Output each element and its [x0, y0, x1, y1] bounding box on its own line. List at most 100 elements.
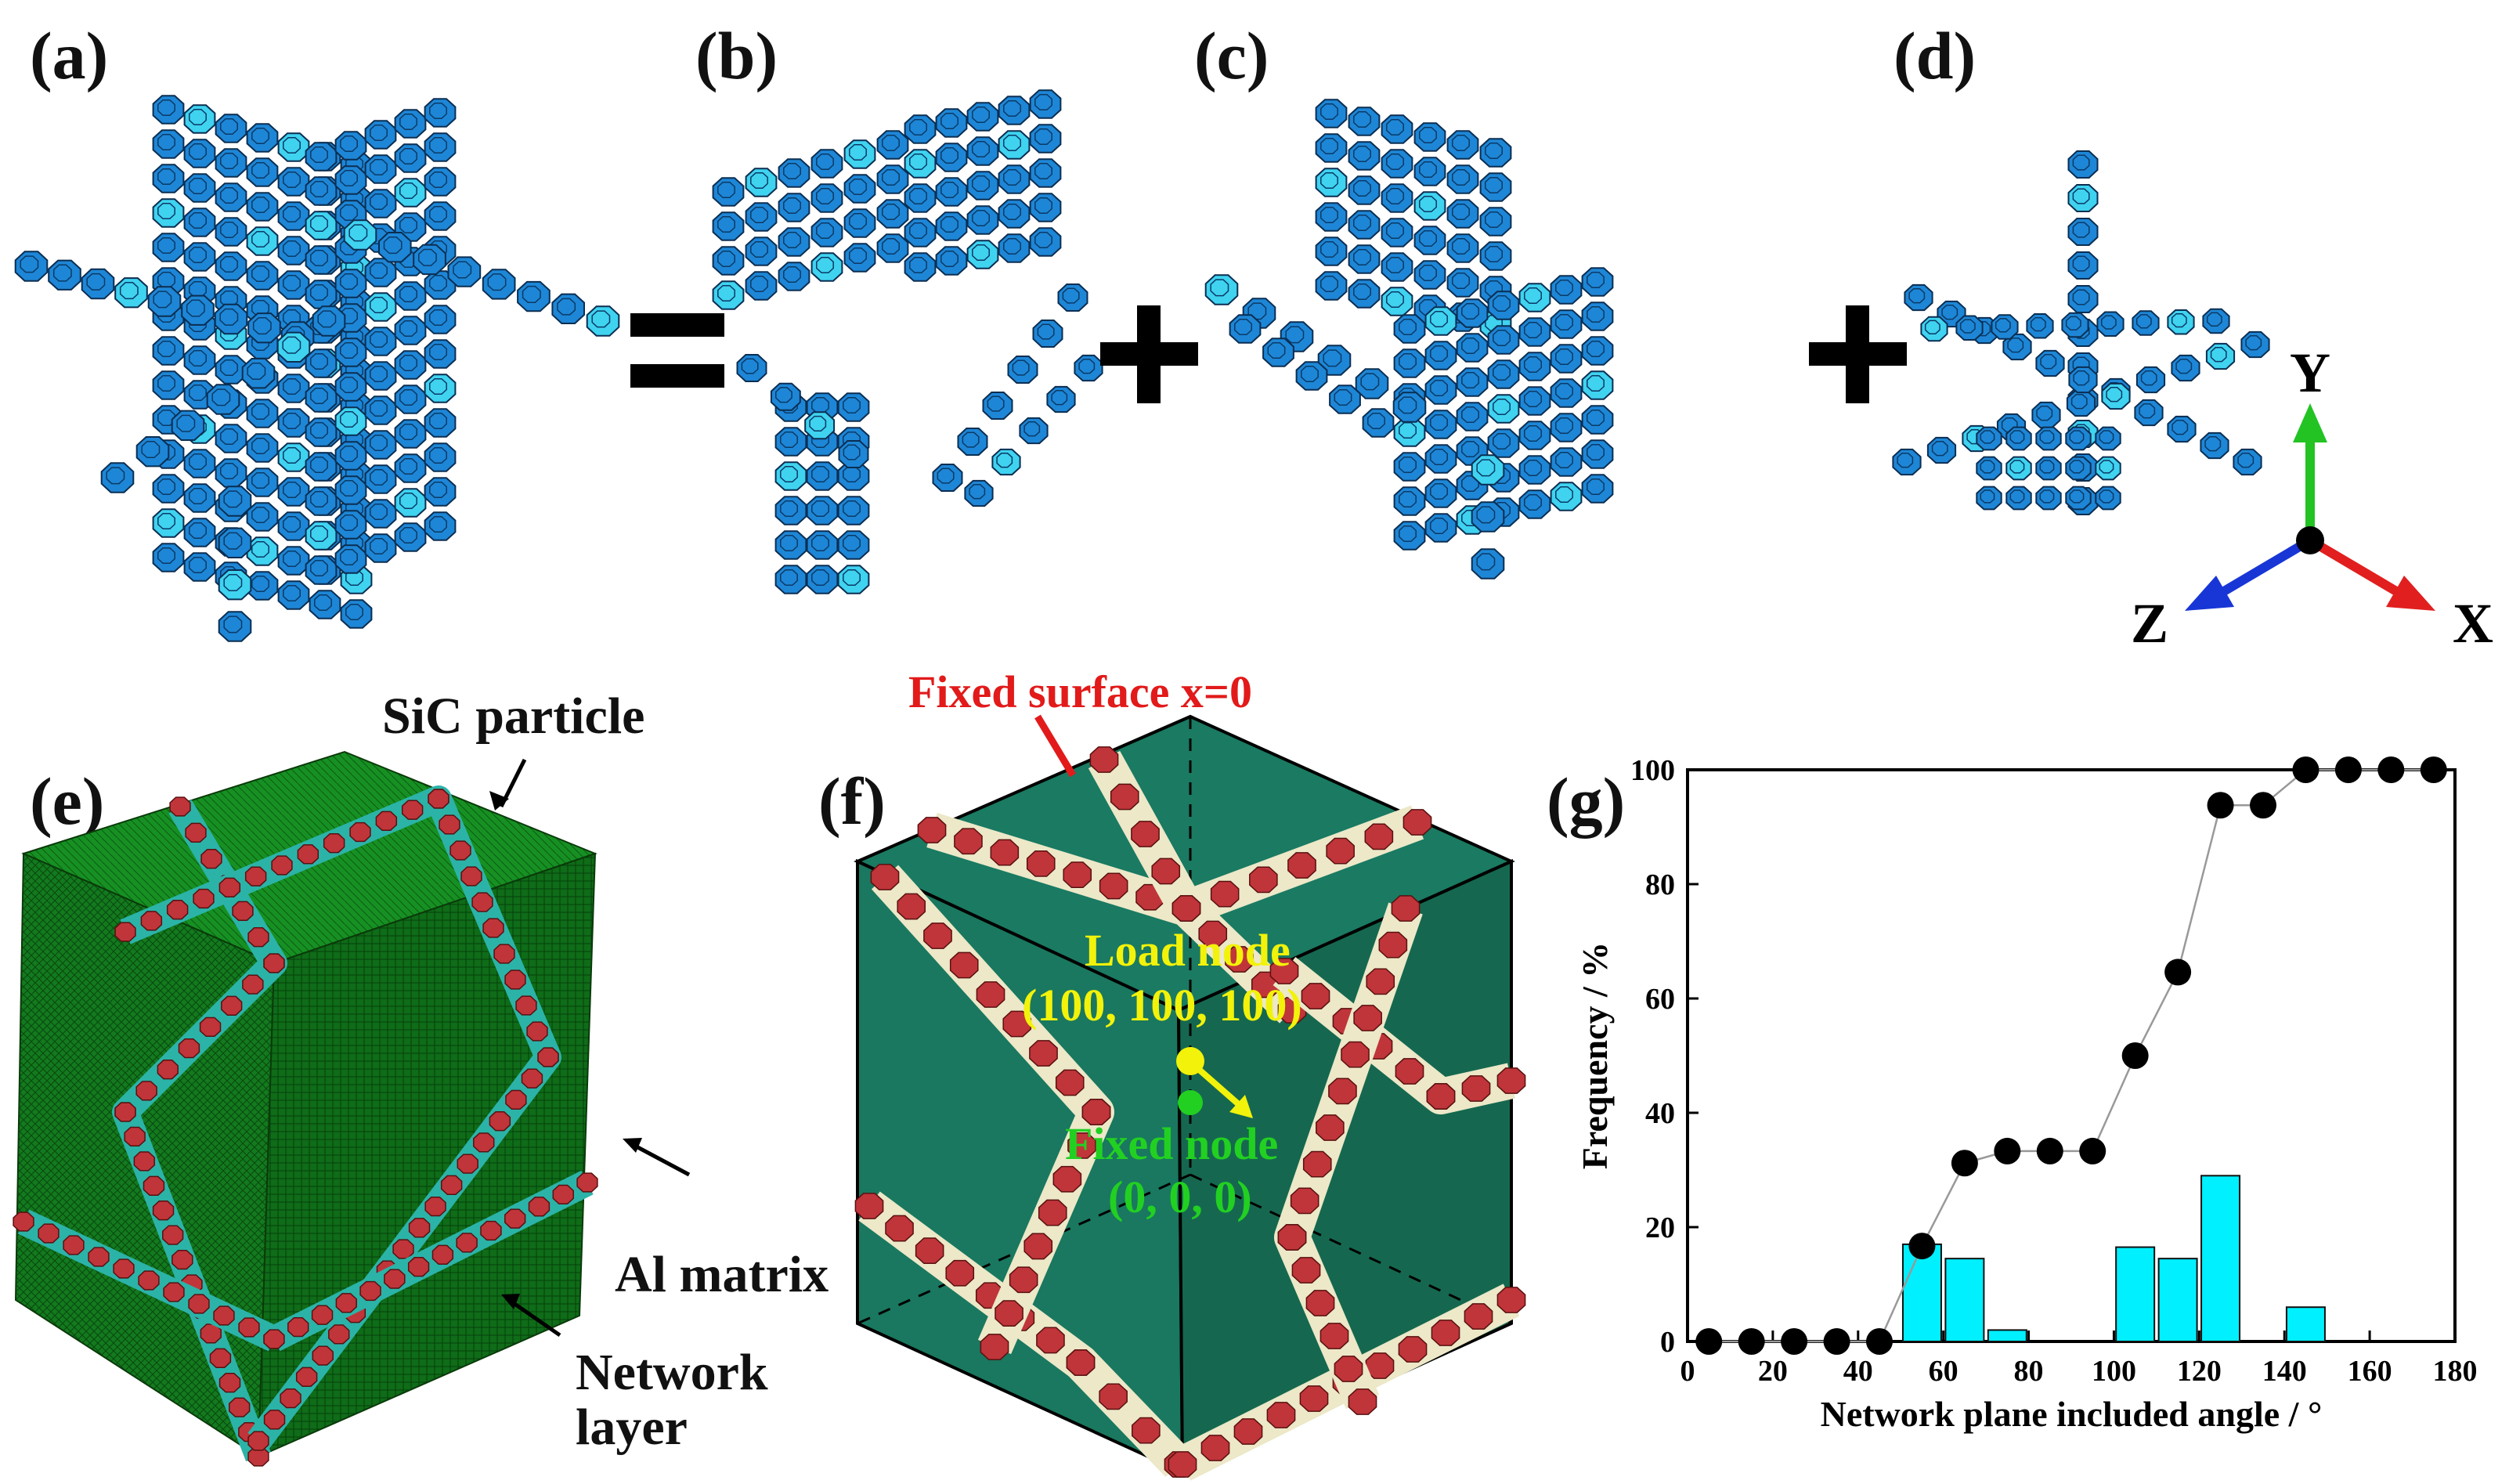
sic-particle — [143, 1175, 165, 1196]
cumulative-point — [2420, 756, 2447, 783]
sic-particle — [114, 1102, 136, 1122]
sic-particle-label: SiC particle — [382, 688, 645, 745]
sic-particle — [263, 1329, 285, 1349]
sic-particle — [1081, 1099, 1111, 1125]
sic-particle — [152, 1201, 175, 1221]
sic-particle — [1305, 1290, 1335, 1316]
sic-particle — [489, 1111, 511, 1132]
frequency-bar — [2285, 1306, 2326, 1343]
sic-particle — [229, 1397, 251, 1417]
frequency-bar — [2200, 1175, 2241, 1342]
load-node-label: Load node — [1085, 925, 1291, 976]
y-tick-label: 20 — [1645, 1211, 1675, 1244]
sic-particle — [915, 1237, 944, 1265]
sic-particle — [1132, 1417, 1161, 1444]
sic-particle — [897, 893, 926, 920]
sic-particle — [1316, 1114, 1345, 1141]
sic-particle — [440, 1175, 463, 1195]
sic-particle — [271, 855, 293, 876]
frequency-bars — [1901, 1175, 2326, 1343]
sic-particle — [1341, 1041, 1370, 1068]
sic-particle — [515, 995, 537, 1016]
sic-particle — [917, 817, 947, 843]
sic-particle — [124, 1126, 146, 1147]
cumulative-line — [1709, 768, 2434, 1343]
panel-label-c: (c) — [1194, 18, 1269, 93]
sic-particle — [311, 1305, 334, 1325]
x-tick-label: 180 — [2433, 1355, 2478, 1388]
sic-particle — [1461, 1075, 1491, 1102]
sic-particle — [242, 974, 264, 995]
sic-particle — [157, 1060, 179, 1080]
axis-x-label: X — [2453, 592, 2493, 655]
sic-particle — [1398, 1336, 1428, 1363]
sic-particle — [1110, 783, 1139, 811]
sic-particle — [1089, 746, 1119, 773]
cumulative-point — [2334, 756, 2362, 783]
panel-label-d: (d) — [1893, 18, 1977, 93]
sic-particle — [1023, 1233, 1053, 1260]
cumulative-point — [2036, 1137, 2063, 1164]
sic-particle — [431, 1244, 454, 1265]
sic-particle — [1431, 1320, 1460, 1346]
sic-particle — [63, 1235, 85, 1255]
sic-particle — [247, 927, 269, 948]
sic-particle — [1464, 1303, 1493, 1330]
sic-particle — [375, 811, 398, 831]
sic-particle — [1334, 1356, 1363, 1382]
sic-particle — [359, 1280, 381, 1302]
x-tick-label: 140 — [2262, 1355, 2307, 1388]
x-tick-label: 80 — [2014, 1355, 2044, 1388]
sic-particle — [1326, 837, 1355, 865]
sic-particle — [1036, 1327, 1065, 1354]
z-axis-arrow — [2221, 536, 2313, 596]
sic-particle — [1055, 1069, 1085, 1096]
cumulative-point — [2164, 959, 2192, 986]
sic-particle — [923, 923, 952, 949]
y-axis-label: Frequency / % — [1575, 942, 1615, 1169]
network-subset-d — [1892, 150, 2270, 515]
sic-particle — [335, 1293, 357, 1313]
sic-particle — [1378, 931, 1408, 959]
sic-particle — [504, 969, 526, 990]
sic-particle — [1365, 1352, 1395, 1379]
panel-label-g: (g) — [1547, 764, 1626, 839]
sic-particle — [1009, 1266, 1038, 1294]
sic-particle — [473, 1132, 495, 1153]
y-tick-label: 0 — [1660, 1326, 1675, 1359]
sic-particle — [247, 1446, 269, 1467]
sic-particle — [140, 911, 163, 931]
sic-particle — [1266, 1402, 1296, 1428]
particle-network-views: Y Z X — [14, 89, 2493, 655]
sic-particle — [885, 1215, 914, 1242]
sic-particle — [1391, 895, 1421, 922]
sic-particle — [38, 1223, 60, 1244]
sic-particle — [1026, 850, 1056, 877]
sic-particle — [1029, 1040, 1058, 1067]
origin-dot — [2296, 526, 2324, 554]
fixed-surface-pointer — [1034, 714, 1076, 778]
sic-particle — [1277, 1224, 1307, 1251]
sic-particle — [1290, 1187, 1319, 1215]
sic-particle — [1395, 1058, 1424, 1085]
sic-particle — [162, 1225, 184, 1245]
panel-label-b: (b) — [695, 18, 778, 93]
network-layer-bands — [13, 785, 598, 1467]
al-matrix-label: Al matrix — [615, 1246, 829, 1303]
layer-label: layer — [576, 1399, 688, 1456]
x-tick-label: 0 — [1680, 1355, 1695, 1388]
meshed-cube-model — [13, 750, 691, 1467]
sic-particle — [456, 1233, 478, 1253]
sic-particle — [1302, 1150, 1332, 1178]
x-tick-label: 20 — [1758, 1355, 1788, 1388]
cumulative-point — [2207, 792, 2234, 819]
sic-particle — [1496, 1067, 1526, 1094]
sic-particle — [218, 1373, 241, 1393]
x-axis-arrow — [2307, 536, 2399, 596]
sic-particle — [114, 922, 136, 942]
y-arrowhead — [2293, 403, 2327, 442]
sic-particle — [408, 1218, 431, 1238]
cumulative-points — [1695, 756, 2447, 1355]
sic-particle — [135, 1081, 157, 1101]
